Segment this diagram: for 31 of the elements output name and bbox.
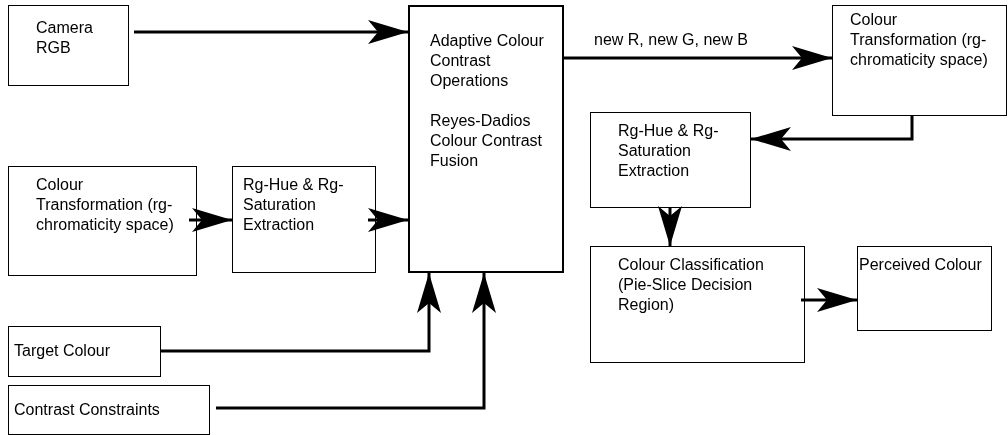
- process-box: [590, 246, 805, 363]
- box-text: Rg-Hue & Rg-Saturation Extraction: [243, 175, 345, 235]
- box-text: Camera RGB: [36, 18, 94, 58]
- box-text: Colour Transformation (rg-chromaticity space): [36, 175, 175, 235]
- arrow: [564, 46, 832, 70]
- box-text: Rg-Hue & Rg-Saturation Extraction: [618, 121, 720, 181]
- arrow: [216, 273, 496, 410]
- process-box: [8, 326, 161, 377]
- process-box: [8, 5, 129, 86]
- process-box: [232, 166, 376, 273]
- arrow: [658, 206, 682, 246]
- box-text: Adaptive Colour Contrast Operations: [430, 31, 545, 91]
- arrow: [189, 208, 232, 232]
- box-text: Contrast Constraints: [14, 400, 161, 420]
- process-box: [590, 112, 751, 208]
- process-box: [832, 5, 1007, 116]
- box-text: Reyes-Dadios Colour Contrast Fusion: [430, 111, 544, 171]
- process-box: [8, 166, 197, 276]
- arrow: [134, 20, 408, 44]
- edge-label: new R, new G, new B: [594, 30, 748, 50]
- arrow: [368, 208, 408, 232]
- box-text: Colour Transformation (rg-chromaticity space): [850, 10, 989, 70]
- arrow: [801, 288, 857, 312]
- arrow: [751, 116, 914, 151]
- box-text: Colour Classification (Pie-Slice Decision Region): [618, 255, 765, 315]
- box-text: Perceived Colour: [859, 255, 983, 275]
- box-text: Target Colour: [14, 341, 112, 361]
- arrow: [161, 273, 441, 353]
- process-box: [408, 5, 564, 273]
- process-box: [8, 385, 210, 435]
- process-box: [857, 246, 992, 331]
